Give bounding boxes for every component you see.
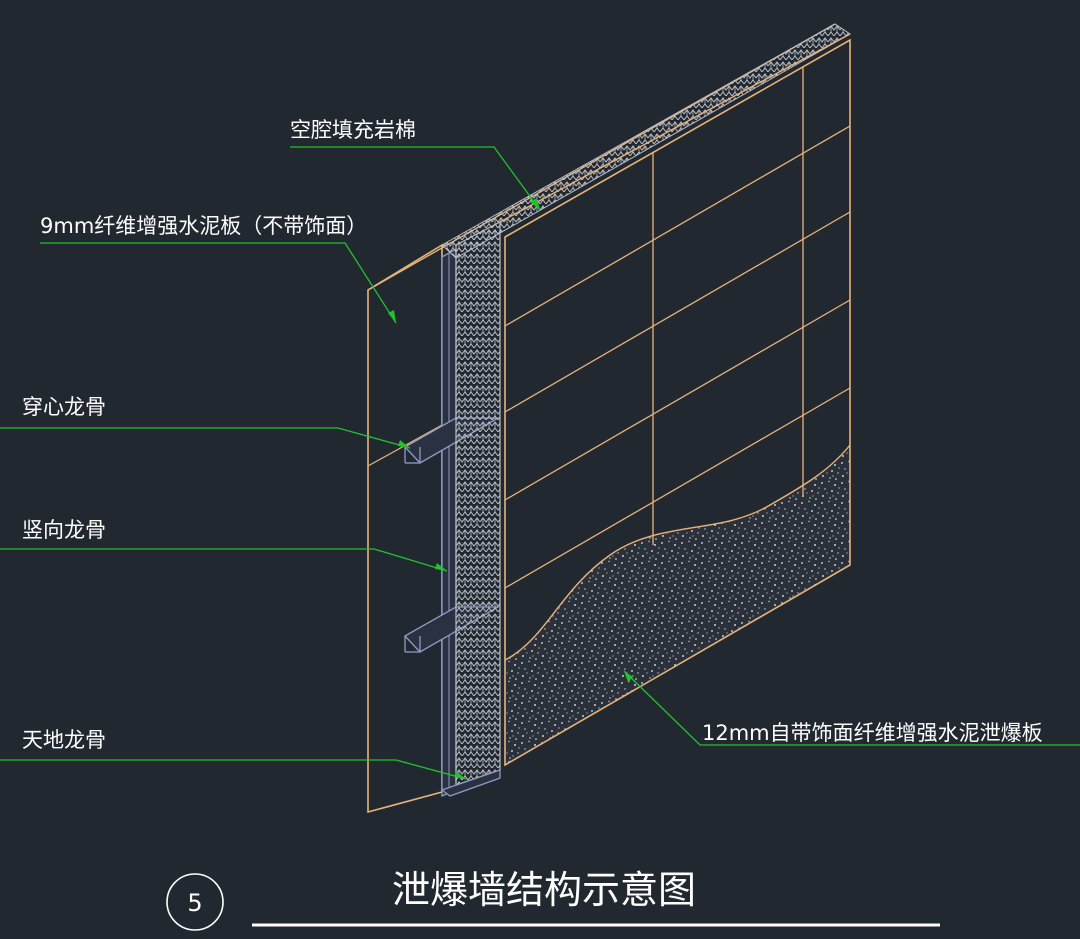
callout-track-keel: 天地龙骨: [22, 728, 106, 752]
detail-number-circle: [166, 873, 224, 931]
callout-vertical-keel: 竖向龙骨: [22, 518, 106, 542]
leader-arrowheads: [388, 198, 633, 779]
vertical-keel-stud: [441, 247, 457, 797]
callout-inner-board: 9mm纤维增强水泥板（不带饰面）: [40, 214, 367, 238]
callout-rock-wool: 空腔填充岩棉: [290, 118, 416, 142]
outer-venting-board: [504, 38, 851, 767]
callout-through-keel: 穿心龙骨: [22, 395, 106, 419]
rock-wool-infill: [441, 23, 851, 786]
detail-number: 5: [187, 889, 202, 917]
callout-outer-board: 12mm自带饰面纤维增强水泥泄爆板: [702, 721, 1043, 745]
diagram-title: 泄爆墙结构示意图: [392, 868, 696, 912]
track-keel: [440, 769, 501, 797]
leader-lines: [0, 146, 1080, 780]
